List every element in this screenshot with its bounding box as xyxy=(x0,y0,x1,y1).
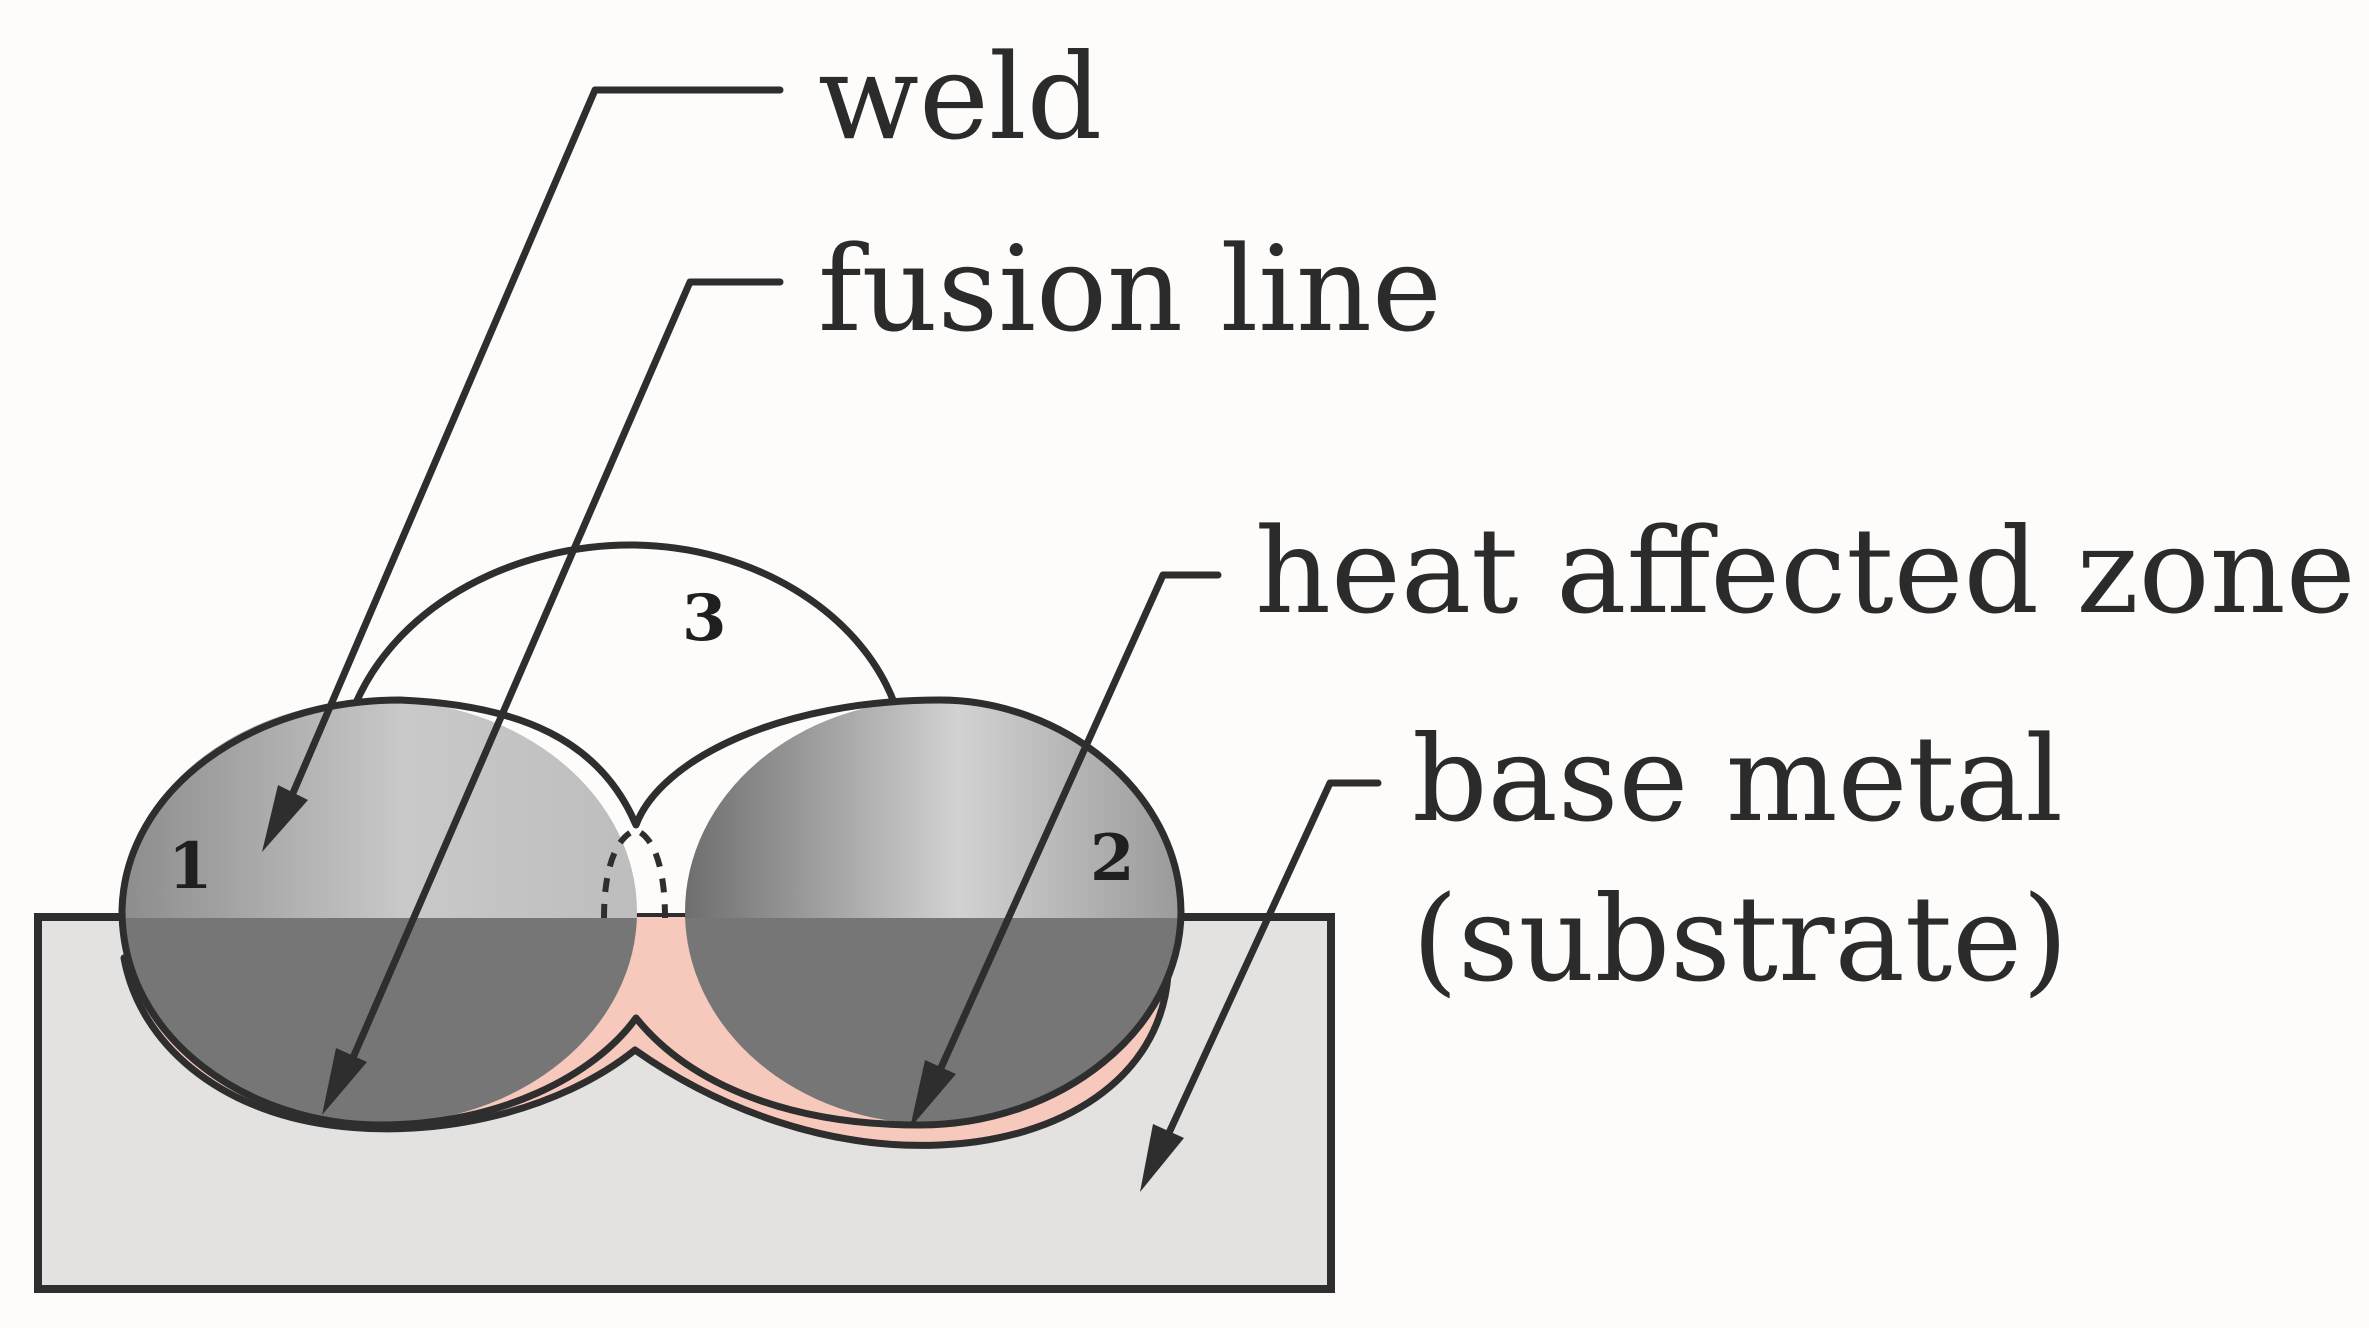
bead-1-upper xyxy=(121,700,637,918)
bead-2-lower xyxy=(685,918,1181,1124)
bead-2-upper xyxy=(685,700,1181,918)
bead-1-lower xyxy=(121,918,637,1124)
haz-outer-edge xyxy=(120,954,1172,1149)
fusion-line-leader-line xyxy=(348,278,784,1064)
substrate-label: (substrate) xyxy=(1412,870,2068,1008)
weld-leader-line xyxy=(286,86,784,804)
heat-affected-zone-label: heat affected zone xyxy=(1255,502,2356,640)
base-metal-leader-line xyxy=(1164,779,1382,1139)
weld-label: weld xyxy=(818,28,1102,166)
bead-2-number: 2 xyxy=(1090,821,1135,896)
weld-bead-outline xyxy=(118,696,1185,1129)
haz-leader-line xyxy=(936,571,1222,1074)
bead-3-outline xyxy=(351,541,899,709)
fusion-line-arrowhead xyxy=(322,1048,367,1115)
fusion-line-label: fusion line xyxy=(818,220,1442,358)
weld-arrowhead xyxy=(262,785,308,852)
bead-1-number: 1 xyxy=(168,829,213,904)
haz-arrowhead xyxy=(910,1060,956,1128)
base-metal-arrowhead xyxy=(1140,1124,1184,1192)
bead-3-number: 3 xyxy=(682,581,727,656)
hidden-interface-dashed xyxy=(601,826,668,919)
base-metal-label: base metal xyxy=(1412,710,2063,848)
